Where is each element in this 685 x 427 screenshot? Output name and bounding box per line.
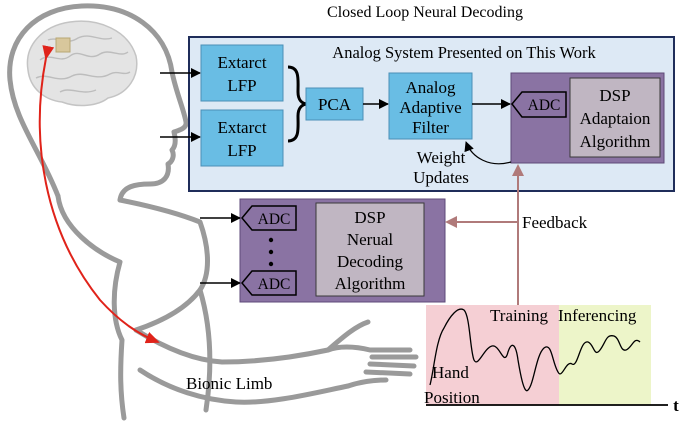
head-outline	[7, 3, 189, 203]
brain-to-limb-arrow	[38, 45, 160, 344]
weight-update-arrow	[464, 141, 512, 165]
pca-label: PCA	[318, 95, 352, 114]
torso-outline	[55, 193, 127, 421]
weight-updates-line-2: Updates	[413, 168, 469, 187]
dsp-decoding-box	[315, 202, 425, 297]
dot-2	[268, 249, 274, 255]
arm-upper-outline	[133, 319, 371, 365]
dsp-adaptation-line-3: Algorithm	[580, 132, 651, 151]
implant-chip	[55, 37, 71, 53]
analog-adaptive-filter-box	[388, 72, 473, 140]
t-axis-label: t	[673, 396, 679, 415]
analog-system-title: Analog System Presented on This Work	[332, 43, 596, 62]
filter-line-2: Adaptive	[399, 98, 461, 117]
dot-1	[268, 237, 274, 243]
dsp-adaptation-line-2: Adaptaion	[580, 109, 651, 128]
extract-lfp-box-1	[200, 44, 284, 102]
adc-label-analog: ADC	[528, 97, 561, 114]
adc-symbol-analog	[511, 91, 567, 118]
brain-shape	[26, 20, 138, 107]
filter-line-3: Filter	[412, 118, 449, 137]
pca-box	[305, 87, 364, 121]
inferencing-region	[559, 305, 651, 405]
extract-lfp-2-line-2: LFP	[227, 141, 256, 160]
brain-graphic	[26, 20, 138, 107]
hand-position-line-2: Position	[424, 388, 480, 407]
adc-symbol-bottom	[241, 270, 297, 296]
extract-lfp-2-line-1: Extarct	[217, 118, 266, 137]
weight-updates-line-1: Weight	[417, 148, 466, 167]
dsp-adaptation-box	[569, 77, 661, 158]
feedback-label: Feedback	[522, 213, 588, 232]
extract-lfp-box-2	[200, 109, 284, 167]
extract-lfp-1-line-2: LFP	[227, 76, 256, 95]
training-label: Training	[490, 306, 548, 325]
dsp-decoding-line-3: Decoding	[337, 252, 404, 271]
dsp-decoding-line-4: Algorithm	[335, 274, 406, 293]
adc-label-top: ADC	[258, 211, 291, 228]
hand-outline	[325, 344, 419, 389]
arm-lower-outline	[137, 367, 351, 405]
hand-position-trace	[429, 308, 641, 392]
filter-line-1: Analog	[405, 78, 456, 97]
bionic-limb-label: Bionic Limb	[186, 374, 272, 393]
dot-3	[268, 261, 274, 267]
dsp-adaptation-line-1: DSP	[599, 86, 630, 105]
dsp-decoding-line-1: DSP	[354, 208, 385, 227]
diagram-title: Closed Loop Neural Decoding	[327, 4, 523, 21]
dsp-decoding-line-2: Nerual	[347, 230, 394, 249]
extract-lfp-1-line-1: Extarct	[217, 53, 266, 72]
hand-position-line-1: Hand	[432, 363, 469, 382]
shoulder-outline	[117, 197, 210, 333]
adc-label-bottom: ADC	[258, 276, 291, 293]
inferencing-label: Inferencing	[558, 306, 637, 325]
adc-symbol-top	[241, 205, 297, 231]
